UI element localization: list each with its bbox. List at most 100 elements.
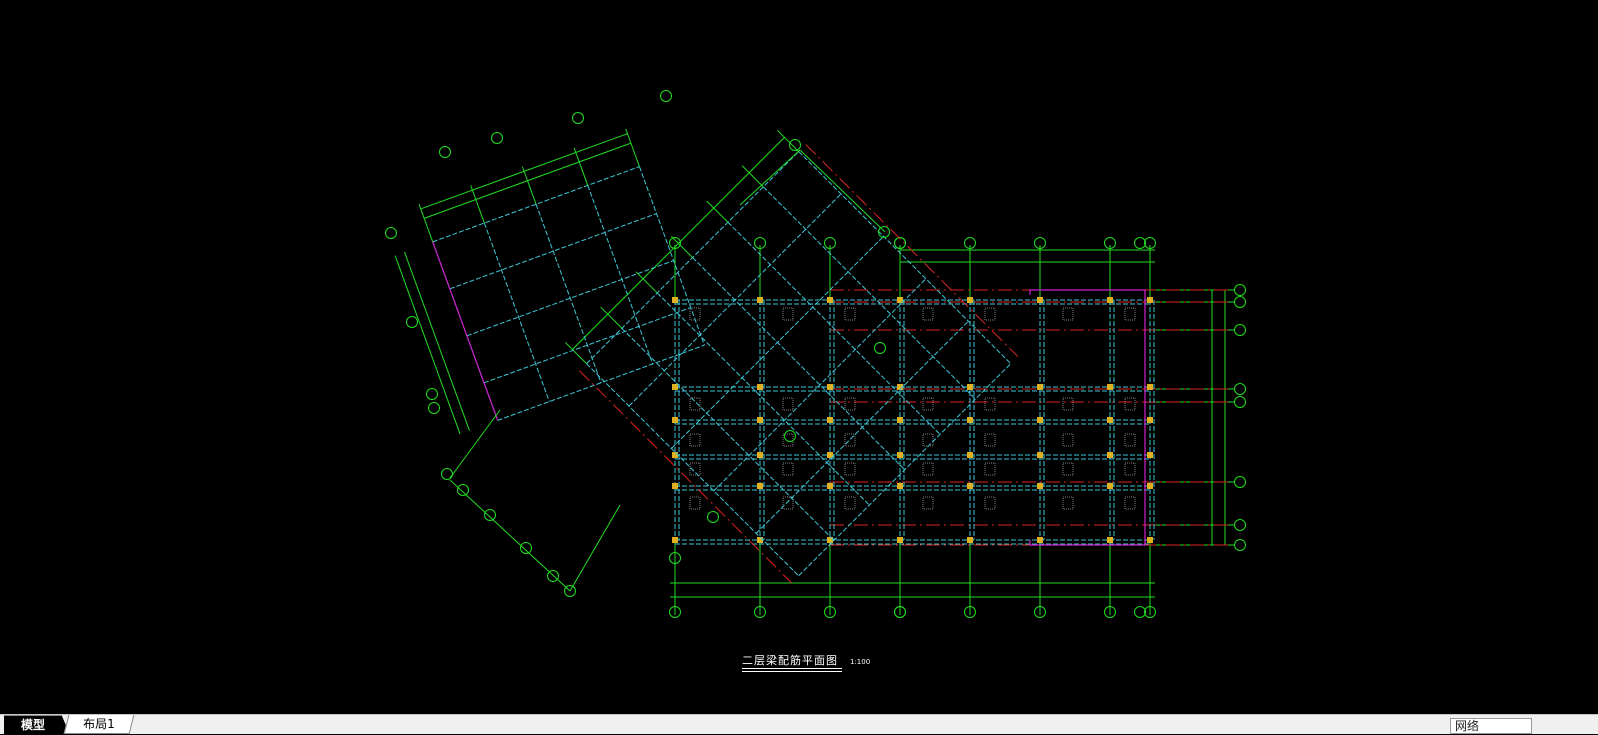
beam-line bbox=[573, 147, 589, 186]
column-mark bbox=[827, 452, 833, 458]
beam-line bbox=[483, 222, 550, 402]
column-mark bbox=[827, 384, 833, 390]
grid-bubble-right bbox=[1234, 383, 1246, 395]
beam-line bbox=[671, 236, 884, 449]
beam-line bbox=[706, 200, 729, 223]
column-mark bbox=[967, 297, 973, 303]
floor-plan-drawing bbox=[385, 90, 1246, 618]
grid-bubble bbox=[878, 226, 890, 238]
column-mark bbox=[1037, 417, 1043, 423]
rebar-annotation bbox=[844, 307, 856, 321]
grid-bubble bbox=[660, 90, 672, 102]
grid-bubble-top bbox=[824, 237, 836, 249]
rebar-annotation bbox=[922, 397, 934, 411]
column-mark bbox=[897, 417, 903, 423]
rebar-annotation bbox=[1062, 462, 1074, 476]
cad-model-space[interactable]: 二层梁配筋平面图 1:100 bbox=[0, 0, 1598, 714]
rebar-annotation bbox=[1062, 433, 1074, 447]
beam-line bbox=[586, 151, 799, 364]
beam-line bbox=[521, 166, 537, 205]
rebar-annotation bbox=[1124, 307, 1136, 321]
beam-line bbox=[497, 344, 705, 421]
column-mark bbox=[967, 483, 973, 489]
grid-bubble-bottom bbox=[1144, 606, 1156, 618]
column-mark bbox=[1037, 483, 1043, 489]
grid-bubble bbox=[564, 585, 576, 597]
beam-line bbox=[635, 271, 658, 294]
beam-line bbox=[449, 213, 657, 290]
rebar-annotation bbox=[1124, 433, 1136, 447]
grid-bubble bbox=[385, 227, 397, 239]
column-mark bbox=[1147, 297, 1153, 303]
rebar-annotation bbox=[1062, 307, 1074, 321]
grid-bubble bbox=[547, 570, 559, 582]
column-mark bbox=[1107, 417, 1113, 423]
column-mark bbox=[1147, 417, 1153, 423]
grid-bubble-right bbox=[1234, 396, 1246, 408]
column-mark bbox=[1037, 297, 1043, 303]
rebar-annotation bbox=[1062, 397, 1074, 411]
grid-bubble bbox=[520, 542, 532, 554]
beam-line bbox=[394, 255, 461, 435]
rebar-annotation bbox=[922, 462, 934, 476]
drawing-scale: 1:100 bbox=[850, 658, 871, 666]
column-mark bbox=[1147, 483, 1153, 489]
column-mark bbox=[757, 537, 763, 543]
beam-line bbox=[418, 204, 434, 243]
beam-line bbox=[466, 260, 674, 337]
beam-line bbox=[805, 144, 1019, 357]
rebar-annotation bbox=[922, 307, 934, 321]
column-mark bbox=[1037, 384, 1043, 390]
grid-bubble-right bbox=[1234, 519, 1246, 531]
grid-bubble-top bbox=[1034, 237, 1046, 249]
column-mark bbox=[897, 452, 903, 458]
rebar-annotation bbox=[689, 462, 701, 476]
grid-bubble-top bbox=[1144, 237, 1156, 249]
column-mark bbox=[1037, 537, 1043, 543]
rebar-annotation bbox=[844, 496, 856, 510]
grid-bubble-bottom bbox=[754, 606, 766, 618]
tab-model-label: 模型 bbox=[20, 718, 45, 732]
grid-bubble-right bbox=[1234, 476, 1246, 488]
beam-line bbox=[404, 251, 470, 431]
beam-line bbox=[621, 327, 835, 541]
column-mark bbox=[897, 483, 903, 489]
grid-line bbox=[449, 479, 571, 592]
beam-line bbox=[535, 204, 602, 383]
grid-line bbox=[739, 149, 801, 206]
beam-line bbox=[432, 241, 499, 421]
grid-bubble-bottom bbox=[824, 606, 836, 618]
column-mark bbox=[757, 384, 763, 390]
beam-line bbox=[420, 133, 628, 210]
rebar-annotation bbox=[844, 397, 856, 411]
beam-line bbox=[656, 292, 870, 506]
rebar-annotation bbox=[782, 433, 794, 447]
tab-layout1[interactable]: 布局1 bbox=[63, 715, 135, 734]
column-mark bbox=[1147, 384, 1153, 390]
beam-line bbox=[432, 166, 640, 243]
tab-layout1-label: 布局1 bbox=[83, 717, 115, 731]
rebar-annotation bbox=[922, 496, 934, 510]
grid-bubble-right bbox=[1234, 296, 1246, 308]
drawing-title: 二层梁配筋平面图 bbox=[742, 654, 838, 667]
column-mark bbox=[967, 384, 973, 390]
grid-bubble-bottom bbox=[894, 606, 906, 618]
beam-line bbox=[798, 363, 1012, 577]
grid-bubble bbox=[441, 468, 453, 480]
grid-bubble-right bbox=[1234, 324, 1246, 336]
column-mark bbox=[827, 297, 833, 303]
rebar-annotation bbox=[984, 433, 996, 447]
grid-bubble-right bbox=[1234, 539, 1246, 551]
rebar-annotation bbox=[1124, 462, 1136, 476]
grid-bubble bbox=[707, 511, 719, 523]
rebar-annotation bbox=[1124, 397, 1136, 411]
rebar-annotation bbox=[844, 462, 856, 476]
column-mark bbox=[897, 537, 903, 543]
grid-bubble bbox=[428, 402, 440, 414]
column-mark bbox=[672, 483, 678, 489]
column-mark bbox=[1107, 537, 1113, 543]
beam-line bbox=[671, 236, 693, 258]
beam-line bbox=[638, 166, 705, 346]
tab-model[interactable]: 模型 bbox=[4, 715, 70, 735]
beam-line bbox=[713, 278, 927, 492]
